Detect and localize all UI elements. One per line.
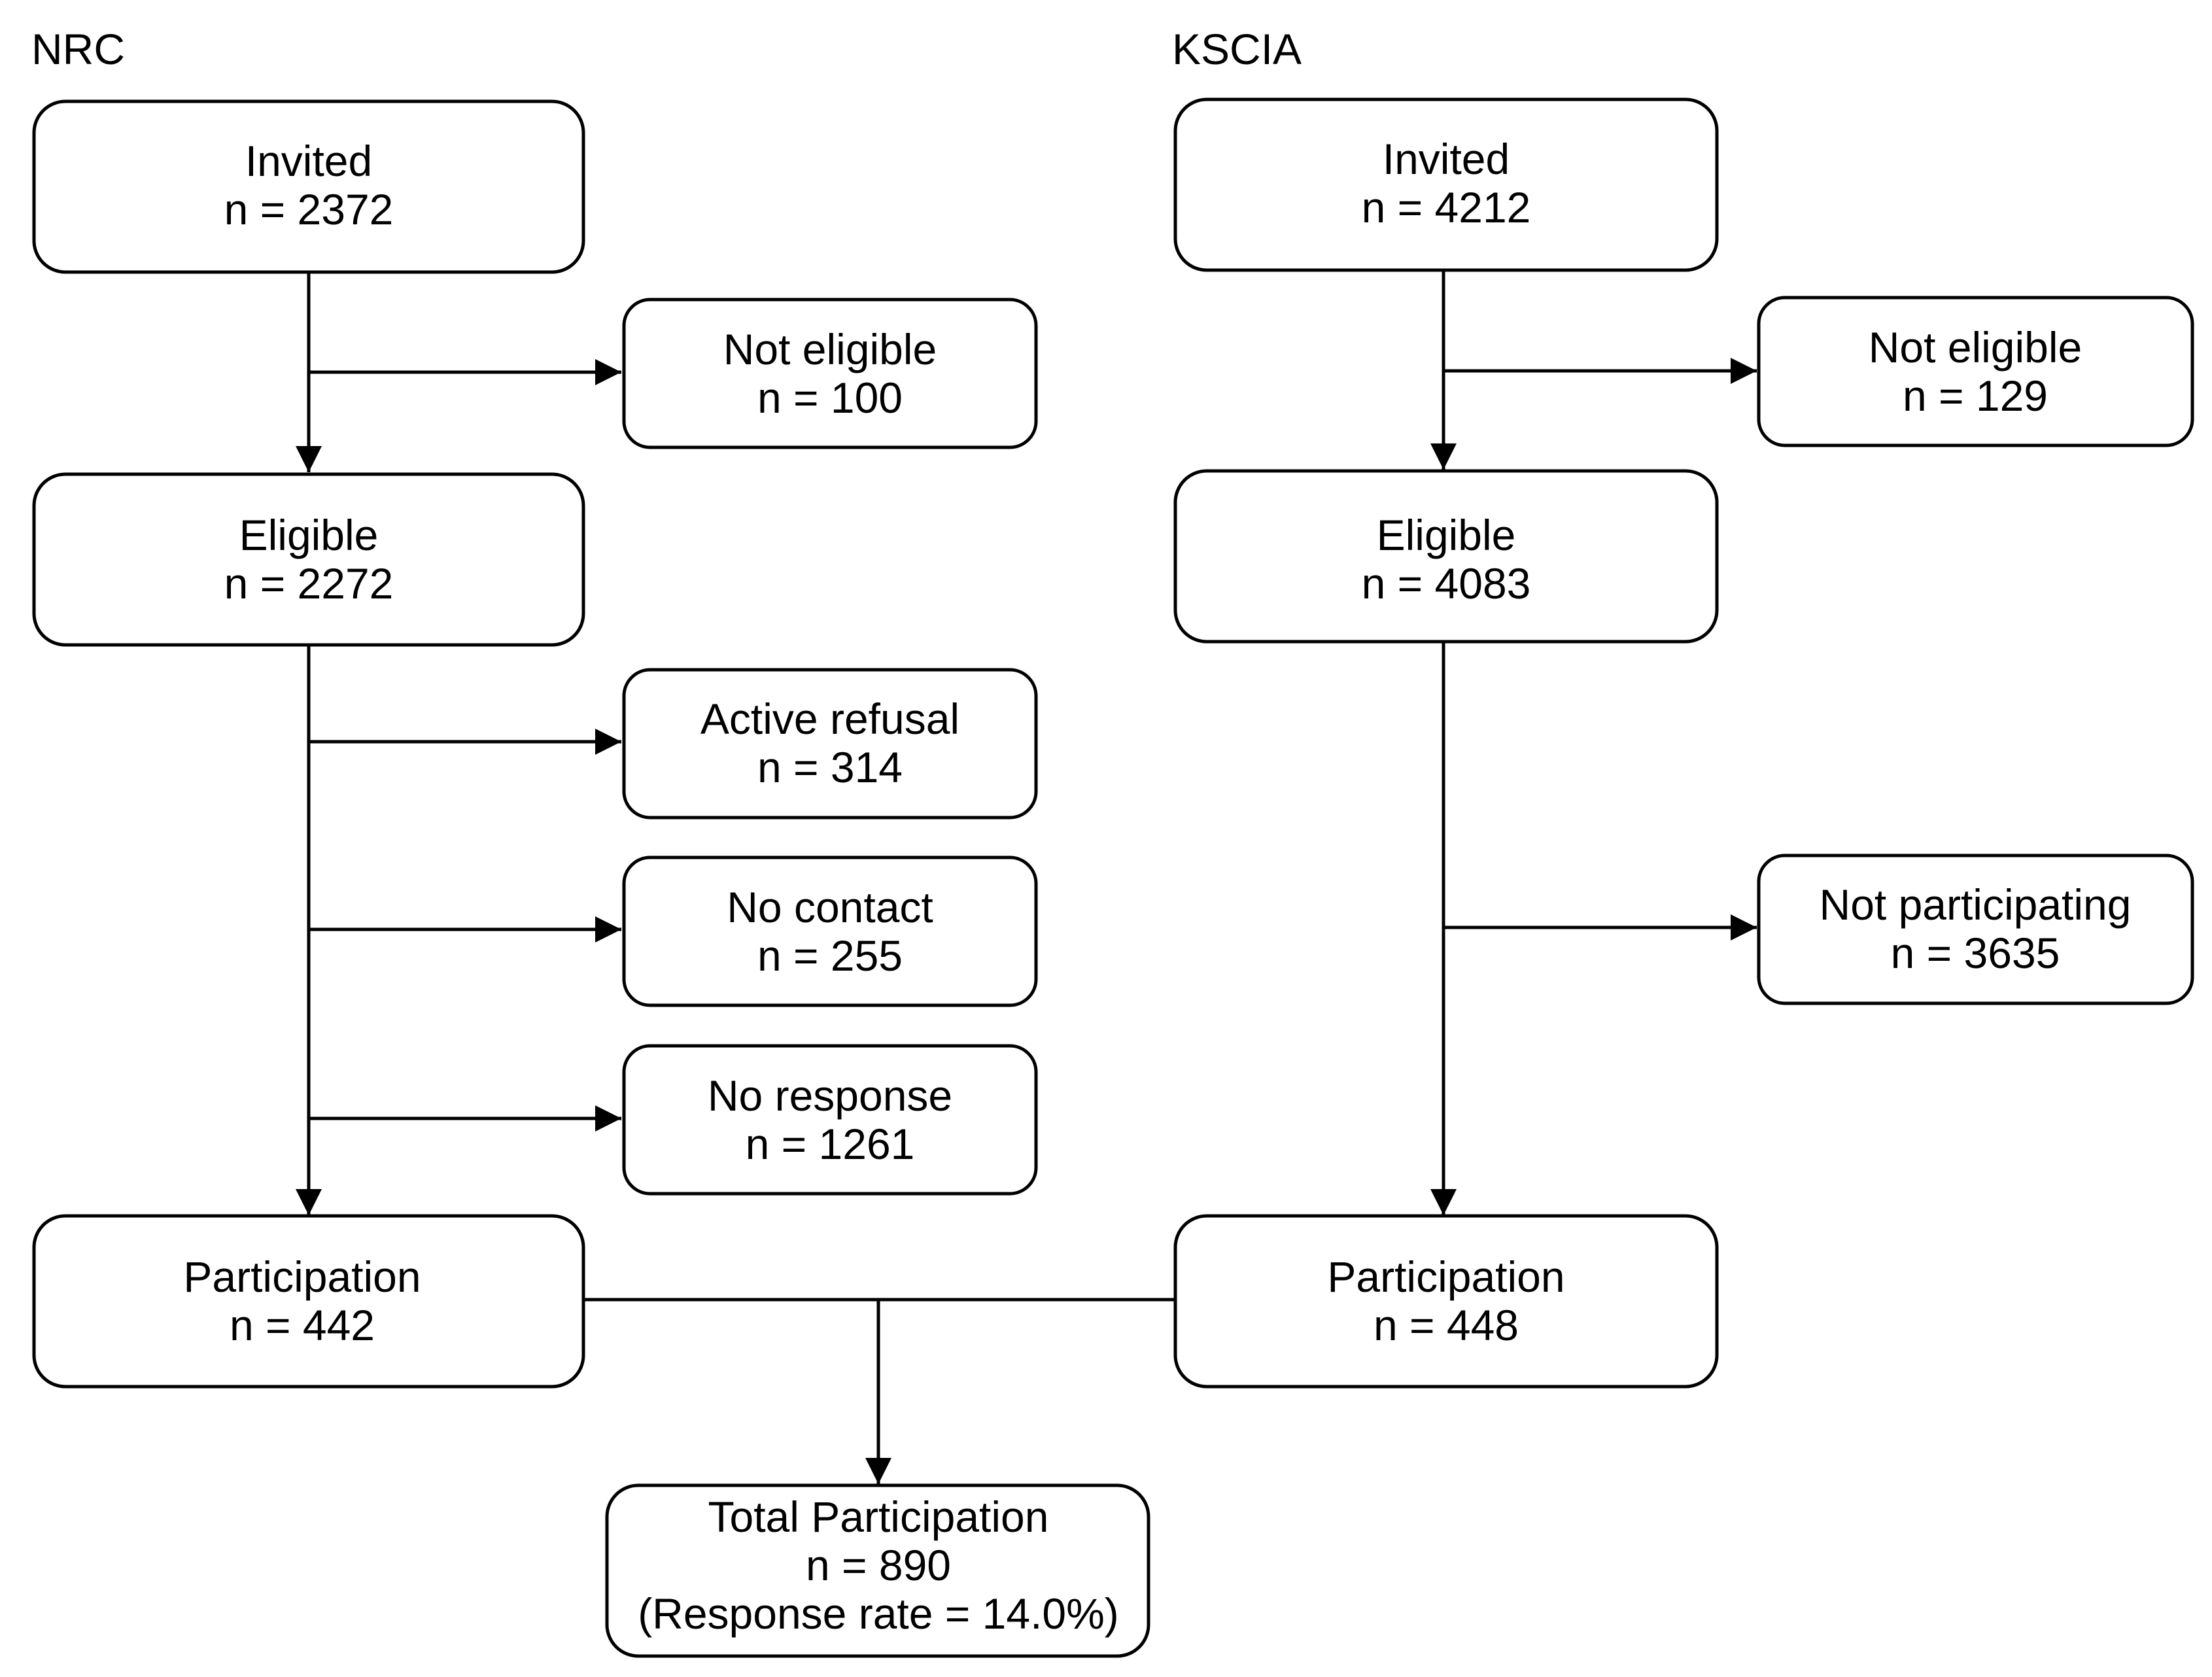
total-participation-box: Total Participation n = 890 (Response ra… [605,1483,1150,1658]
box-label: Invited [245,137,372,185]
nrc-active-refusal-box: Active refusal n = 314 [622,668,1038,820]
total-label: Total Participation [708,1493,1049,1541]
kscia-group-label: KSCIA [1172,25,1302,73]
nrc-eligible-box: Eligible n = 2272 [32,472,585,647]
box-label: Participation [1327,1253,1564,1301]
box-count: n = 2372 [224,185,394,233]
box-count: n = 314 [757,743,903,791]
box-label: Not participating [1820,880,2132,929]
nrc-no-response-box: No response n = 1261 [622,1044,1038,1196]
box-count: n = 2272 [224,559,394,608]
box-label: Invited [1383,135,1510,183]
box-count: n = 100 [757,373,903,422]
total-count: n = 890 [806,1541,951,1589]
nrc-group-label: NRC [31,25,125,73]
kscia-eligible-box: Eligible n = 4083 [1173,469,1719,644]
box-count: n = 255 [757,931,903,980]
kscia-invited-box: Invited n = 4212 [1173,97,1719,272]
total-response-rate: (Response rate = 14.0%) [638,1589,1119,1638]
box-label: Eligible [1377,511,1516,559]
box-label: Participation [183,1253,421,1301]
nrc-no-contact-box: No contact n = 255 [622,856,1038,1007]
nrc-invited-box: Invited n = 2372 [32,99,585,274]
box-label: No response [708,1071,952,1120]
box-count: n = 1261 [746,1120,915,1168]
box-count: n = 4212 [1362,183,1531,232]
box-count: n = 3635 [1891,929,2060,977]
box-count: n = 442 [230,1301,375,1349]
nrc-participation-box: Participation n = 442 [32,1214,585,1389]
box-label: No contact [727,883,933,931]
kscia-participation-box: Participation n = 448 [1173,1214,1719,1389]
box-count: n = 129 [1903,372,2048,420]
kscia-not-participating-box: Not participating n = 3635 [1757,854,2194,1005]
box-label: Not eligible [1869,323,2082,372]
box-count: n = 4083 [1362,559,1531,608]
box-label: Active refusal [700,695,959,743]
box-label: Eligible [239,511,379,559]
nrc-not-eligible-box: Not eligible n = 100 [622,298,1038,449]
box-count: n = 448 [1374,1301,1519,1349]
box-label: Not eligible [723,325,937,373]
kscia-not-eligible-box: Not eligible n = 129 [1757,296,2194,447]
